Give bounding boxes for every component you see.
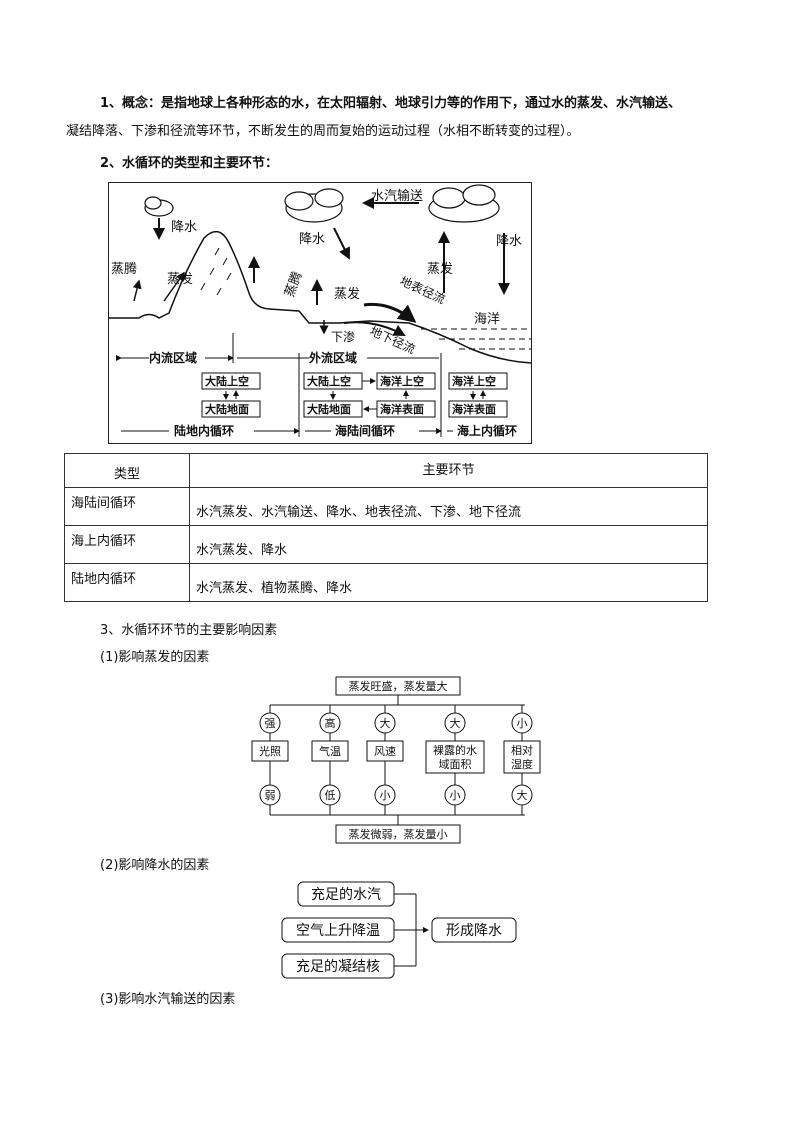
evap-land-arrow [163,271,185,302]
cycle-types-table: 类型 主要环节 海陆间循环 水汽蒸发、水汽输送、降水、地表径流、下渗、地下径流 … [64,453,708,602]
factor-high-value: 强 [265,717,276,730]
row-links: 水汽蒸发、降水 [189,525,708,564]
surface-runoff-label: 地表径流 [398,274,447,307]
precip-mid-arrow [333,227,350,260]
factor-high-value: 小 [517,717,528,730]
precip-land-label: 降水 [171,220,197,235]
evap-sea-label: 蒸发 [427,261,453,277]
evap-land-label: 蒸发 [167,271,193,287]
transp-mid-label: 蒸腾 [282,269,306,299]
terrain-line [109,230,531,364]
land-sky-1: 大陆上空 [205,374,249,388]
transpiration-arrow [132,279,142,302]
precip-input-2: 空气上升降温 [296,923,380,939]
row-links: 水汽蒸发、植物蒸腾、降水 [189,563,708,602]
factor-high-value: 高 [325,716,336,730]
cycle-sea-label: 海上内循环 [457,423,517,438]
sea-surface-2: 海洋表面 [452,402,496,416]
factor-name: 相对 [511,743,533,757]
factor-name: 气温 [319,744,341,758]
region-lines [116,333,453,437]
precipitation-factors-diagram: 充足的水汽 空气上升降温 充足的凝结核 形成降水 [281,881,517,979]
land-sky-2: 大陆上空 [307,374,351,388]
precip-output: 形成降水 [446,923,502,939]
table-row: 海陆间循环 水汽蒸发、水汽输送、降水、地表径流、下渗、地下径流 [64,487,708,526]
row-type: 海上内循环 [64,525,190,564]
precip-input-3: 充足的凝结核 [296,959,380,975]
factor-low-value: 低 [325,789,336,802]
evap-mid-label: 蒸发 [334,286,360,302]
section3-heading: 3、水循环环节的主要影响因素 [100,623,278,638]
sea-sky-1: 海洋上空 [380,374,424,388]
cloud-left [144,196,174,217]
evaporation-factors-diagram: 蒸发旺盛，蒸发量大 蒸发微弱，蒸发量小 强光照弱高气温低大风速小大裸露的水域面积… [251,676,541,844]
inner-region-label: 内流区域 [149,350,197,365]
cycle-land-label: 陆地内循环 [174,423,234,438]
table-header-type: 类型 [64,453,190,488]
sea-sky-2: 海洋上空 [452,374,496,388]
precip-sea-label: 降水 [496,234,522,249]
table-header-row: 类型 主要环节 [64,453,708,488]
cycle-sea-land-label: 海陆间循环 [335,423,395,438]
factor-name: 裸露的水 [433,743,477,757]
ocean-label: 海洋 [474,312,500,327]
row-links: 水汽蒸发、水汽输送、降水、地表径流、下渗、地下径流 [189,487,708,526]
mountain-rain [200,247,232,296]
factor-name: 光照 [259,744,281,758]
sub2-heading: (2)影响降水的因素 [100,858,210,873]
factor-high-value: 大 [450,716,461,730]
sea-surface [421,328,531,350]
water-cycle-diagram: 降水 蒸腾 蒸发 水汽输送 降水 降水 蒸腾 蒸发 地表径流 下渗 地下径流 蒸… [108,182,532,444]
precip-output-box [431,917,517,943]
factor-high-value: 大 [380,716,391,730]
precip-mid-label: 降水 [299,232,325,247]
factor-name-line2: 湿度 [511,757,533,771]
factor-low-value: 小 [380,789,391,802]
surface-runoff-arrow [363,302,417,323]
table-row: 陆地内循环 水汽蒸发、植物蒸腾、降水 [64,563,708,602]
vapor-transport-label: 水汽输送 [371,188,423,204]
infiltration-label: 下渗 [331,329,355,344]
evap-top-text: 蒸发旺盛，蒸发量大 [349,679,448,693]
transpiration-label: 蒸腾 [111,261,137,277]
factor-low-value: 大 [517,788,528,802]
row-type: 陆地内循环 [64,563,190,602]
factor-low-value: 小 [450,789,461,802]
table-header-links: 主要环节 [189,453,708,488]
concept-text-2: 凝结降落、下渗和径流等环节，不断发生的周而复始的运动过程（水相不断转变的过程）。 [66,124,580,139]
factor-low-value: 弱 [265,789,276,802]
concept-text: 1、概念：是指地球上各种形态的水，在太阳辐射、地球引力等的作用下，通过水的蒸发、… [100,96,682,111]
factor-name: 风速 [374,745,396,758]
section2-heading: 2、水循环的类型和主要环节： [100,156,279,171]
row-type: 海陆间循环 [64,487,190,526]
sub3-heading: (3)影响水汽输送的因素 [100,992,236,1007]
land-surface-2: 大陆地面 [307,402,351,416]
cloud-right [428,184,500,223]
factor-name-box [425,740,485,774]
outer-region-label: 外流区域 [309,350,357,365]
cloud-middle [284,188,344,223]
sub1-heading: (1)影响蒸发的因素 [100,650,210,665]
land-surface-1: 大陆地面 [205,402,249,416]
factor-name-line2: 域面积 [439,758,472,771]
ground-runoff-arrow [343,321,406,336]
precip-input-1: 充足的水汽 [311,887,381,903]
evap-bottom-text: 蒸发微弱，蒸发量小 [349,827,448,841]
sea-surface-1: 海洋表面 [380,402,424,416]
table-row: 海上内循环 水汽蒸发、降水 [64,525,708,564]
box-arrows [223,378,486,412]
precip-connectors [394,893,429,967]
concept-line-2: 凝结降落、下渗和径流等环节，不断发生的周而复始的运动过程（水相不断转变的过程）。 [66,118,746,146]
flow-boxes [201,372,508,418]
concept-line-1: 1、概念：是指地球上各种形态的水，在太阳辐射、地球引力等的作用下，通过水的蒸发、… [100,90,740,118]
factor-name-box [503,740,541,774]
